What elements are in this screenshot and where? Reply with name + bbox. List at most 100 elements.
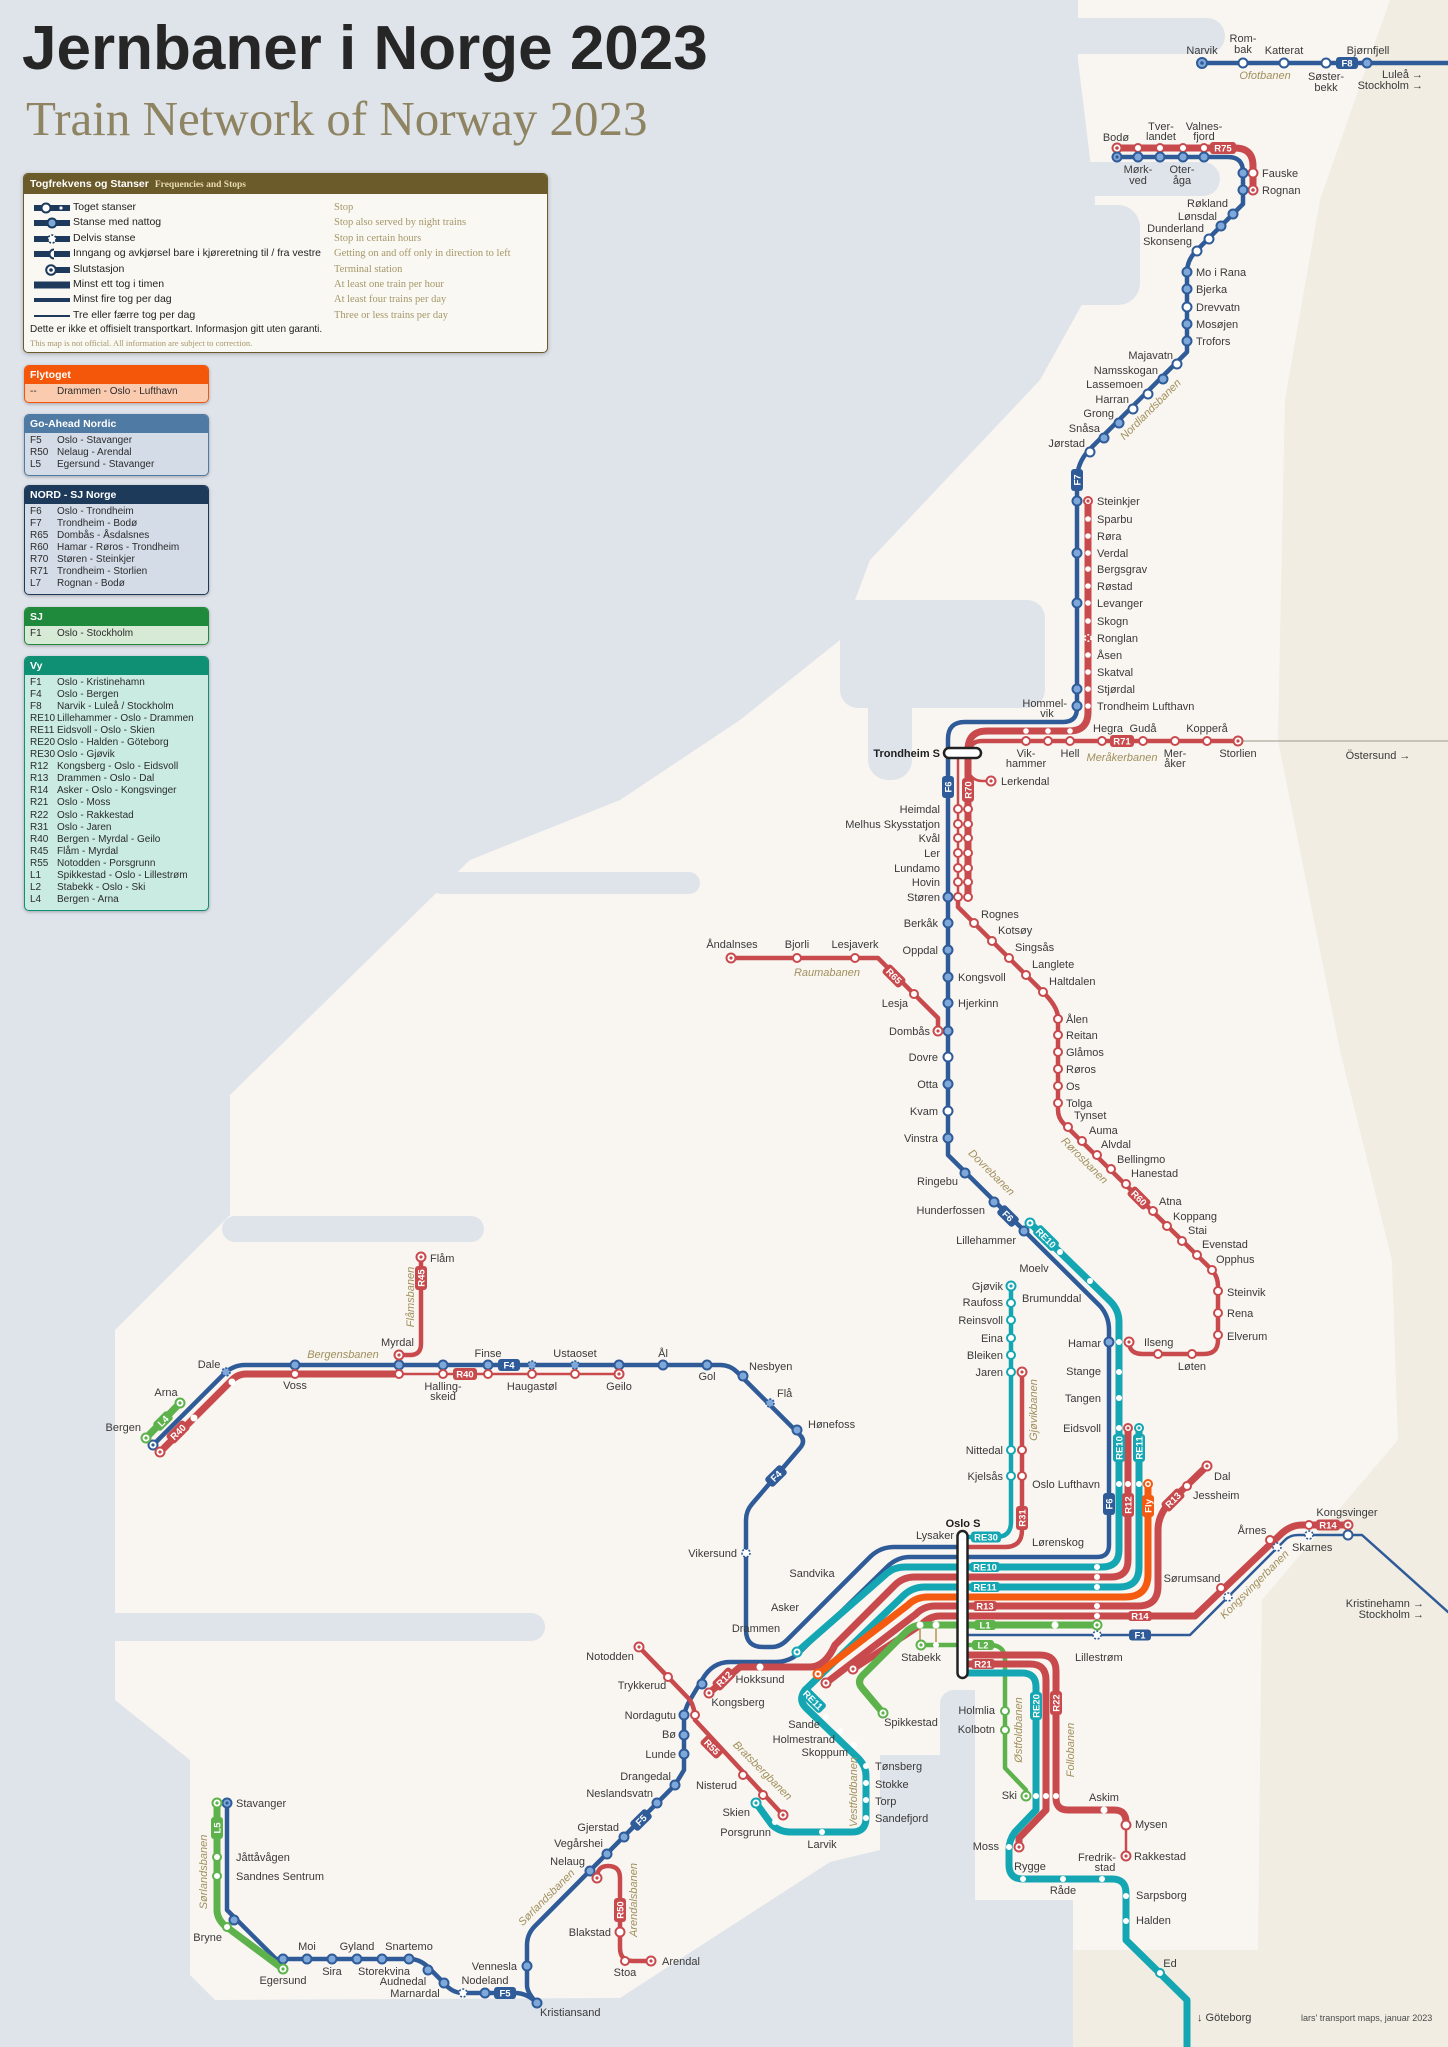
terminal-dot bbox=[1024, 1794, 1028, 1798]
badge-re10-h: RE10 bbox=[970, 1562, 1000, 1574]
route-code: R14 bbox=[30, 785, 49, 797]
terminal-dot bbox=[851, 1667, 855, 1671]
stop-dot bbox=[1085, 583, 1091, 589]
station-marker bbox=[1071, 547, 1083, 559]
station-marker bbox=[1320, 57, 1332, 69]
station-marker bbox=[212, 1852, 222, 1862]
station-label: Auma bbox=[1089, 1125, 1119, 1137]
stop-dot bbox=[863, 1815, 869, 1821]
terminal-dot bbox=[1020, 1370, 1024, 1374]
disclaimer-no: Dette er ikke et offisielt transportkart… bbox=[30, 324, 323, 336]
station-marker bbox=[738, 1770, 748, 1780]
station-label: Skonseng bbox=[1143, 236, 1192, 248]
badge-text: R75 bbox=[1214, 144, 1232, 155]
station-label: Drangedal bbox=[620, 1771, 671, 1783]
station-label: Hjerkinn bbox=[958, 998, 998, 1010]
stop-dot bbox=[1136, 1481, 1142, 1487]
station-label: Berkåk bbox=[904, 918, 939, 930]
station-label: Elverum bbox=[1227, 1331, 1267, 1343]
legend-label-en: At least four trains per day bbox=[334, 294, 447, 306]
station-label: Stoa bbox=[614, 1967, 638, 1979]
station-marker bbox=[1021, 736, 1031, 746]
line-r21 bbox=[958, 1660, 1050, 1851]
operator-box-flytoget: Flytoget --Drammen - Oslo - Lufthavn bbox=[24, 365, 209, 404]
station-marker bbox=[942, 1078, 954, 1090]
terminal-dot bbox=[1137, 1426, 1141, 1430]
terminal-dot bbox=[1115, 146, 1119, 150]
station-label: Stai bbox=[1188, 1225, 1207, 1237]
night-stop-symbol-icon bbox=[34, 217, 70, 229]
station-marker bbox=[963, 833, 973, 843]
station-marker bbox=[1142, 388, 1154, 400]
station-marker bbox=[1154, 151, 1166, 163]
station-label: Lerkendal bbox=[1001, 776, 1049, 788]
route-name: Narvik - Luleå / Stockholm bbox=[57, 701, 174, 713]
badge-r71: R71 bbox=[1110, 735, 1134, 748]
station-marker bbox=[1021, 970, 1031, 980]
station-label: Valnes- bbox=[1186, 121, 1223, 133]
station-marker bbox=[1038, 987, 1048, 997]
station-label: Vikersund bbox=[688, 1548, 737, 1560]
partial-stop-symbol-icon bbox=[34, 233, 70, 244]
line-r22 bbox=[958, 1651, 1130, 1830]
stop-dot bbox=[1116, 1339, 1122, 1345]
railway-name: Flåmsbanen bbox=[405, 1267, 417, 1328]
station-label: Bellingmo bbox=[1117, 1154, 1165, 1166]
station-marker bbox=[1191, 245, 1203, 257]
partial-stop-dot bbox=[1084, 633, 1093, 642]
route-name: Nelaug - Arendal bbox=[57, 447, 132, 459]
route-code: L2 bbox=[30, 881, 42, 893]
station-label: Sandefjord bbox=[875, 1813, 928, 1825]
station-label: Røstad bbox=[1097, 581, 1132, 593]
station-marker bbox=[584, 1865, 596, 1877]
station-label: Snartemo bbox=[385, 1941, 433, 1953]
line-re11-north bbox=[958, 1424, 1143, 1591]
stop-dot bbox=[1085, 550, 1091, 556]
station-label: Glåmos bbox=[1066, 1047, 1104, 1059]
station-label: Storlien bbox=[1219, 748, 1256, 760]
route-name: Oslo - Moss bbox=[57, 797, 111, 809]
railway-name: Arendalsbanen bbox=[628, 1863, 640, 1938]
station-marker bbox=[1278, 57, 1290, 69]
terminal-dot bbox=[1017, 1845, 1021, 1849]
route-name: Oslo - Rakkestad bbox=[57, 809, 134, 821]
badge-text: F6 bbox=[944, 781, 955, 792]
station-marker bbox=[1199, 143, 1209, 153]
route-code: R22 bbox=[30, 809, 49, 821]
station-label: Oslo Lufthavn bbox=[1032, 1479, 1100, 1491]
station-marker bbox=[479, 1987, 491, 1999]
route-code: L4 bbox=[30, 893, 42, 905]
stop-dot bbox=[1085, 652, 1091, 658]
route-code: R12 bbox=[30, 761, 49, 773]
station-label: Moss bbox=[973, 1841, 1000, 1853]
badge-text: F7 bbox=[1073, 474, 1084, 485]
terminal-dot bbox=[1346, 1523, 1350, 1527]
partial-stop bbox=[221, 1367, 231, 1377]
station-label: Opphus bbox=[1216, 1254, 1255, 1266]
station-label: Lesjaverk bbox=[831, 939, 879, 951]
station-marker bbox=[1213, 1286, 1223, 1296]
stop-dot bbox=[1099, 1876, 1105, 1882]
line-r13-west bbox=[822, 1602, 966, 1687]
station-label: Storekvina bbox=[358, 1966, 411, 1978]
station-label: Vik- bbox=[1017, 748, 1036, 760]
station-label: Blakstad bbox=[569, 1927, 611, 1939]
route-name: Oslo - Halden - Göteborg bbox=[57, 737, 169, 749]
badge-text: R14 bbox=[1319, 1521, 1337, 1532]
route-name: Drammen - Oslo - Lufthavn bbox=[57, 386, 178, 397]
station-label: Hovin bbox=[912, 877, 940, 889]
station-label: Larvik bbox=[807, 1839, 837, 1851]
stop-dot bbox=[190, 1414, 198, 1422]
station-label: Reinsvoll bbox=[958, 1315, 1003, 1327]
route-code: R71 bbox=[30, 566, 49, 578]
station-label: Hokksund bbox=[736, 1674, 785, 1686]
station-marker bbox=[963, 863, 973, 873]
